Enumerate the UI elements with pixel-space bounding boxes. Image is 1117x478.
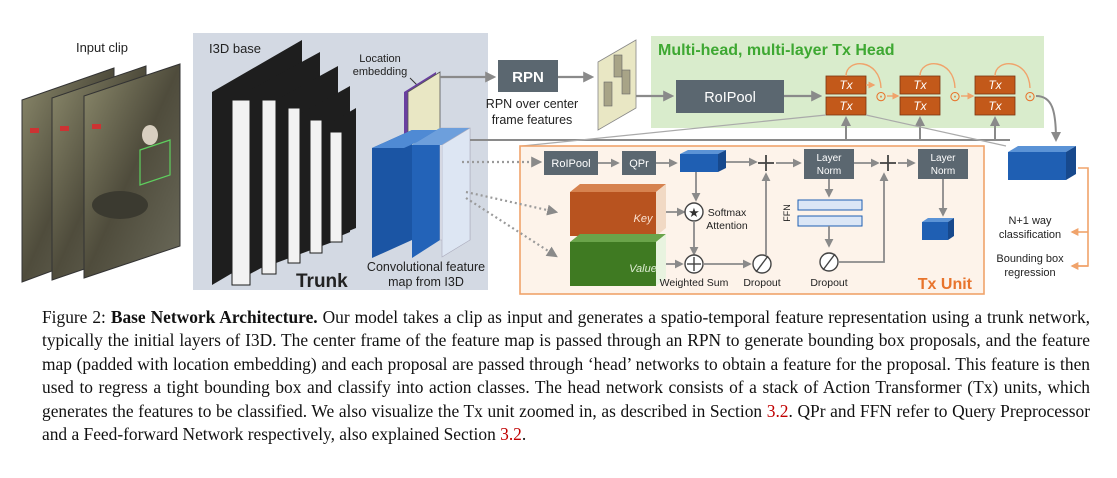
query-feature xyxy=(680,150,726,172)
bbox-label-2: regression xyxy=(1004,267,1055,279)
tx-label: Tx xyxy=(913,99,927,113)
architecture-figure: Input clip I3D base Trunk Location embed… xyxy=(21,33,1089,295)
tx-label: Tx xyxy=(839,99,853,113)
combine-symbol: ⊙ xyxy=(875,88,887,104)
key-block xyxy=(570,184,666,236)
layer-norm-1-label-2: Norm xyxy=(817,166,841,177)
arrow-dropout2-plus2 xyxy=(838,172,889,263)
dropout-1-label: Dropout xyxy=(743,277,780,289)
trunk-layers xyxy=(212,40,356,286)
star-icon: ★ xyxy=(688,205,700,220)
layer-norm-2-label-2: Norm xyxy=(931,166,955,177)
unit-output-feature xyxy=(922,218,954,240)
tx-residual-loops xyxy=(845,63,1031,100)
tx-label: Tx xyxy=(988,78,1002,92)
caption-title: Base Network Architecture. xyxy=(110,307,318,327)
value-block xyxy=(570,234,666,286)
caption-text-1: Our model takes a clip as input and gene… xyxy=(42,307,1090,421)
bbox-label-1: Bounding box xyxy=(996,253,1064,265)
ffn-label: FFN xyxy=(782,204,792,222)
qpr-label: QPr xyxy=(629,158,649,170)
softmax-label-1: Softmax xyxy=(708,207,747,219)
output-feature-block xyxy=(1008,146,1076,180)
tx-label: Tx xyxy=(839,78,853,92)
trunk-label: Trunk xyxy=(296,271,348,292)
caption-text-3: . xyxy=(521,424,527,445)
roipool-label: RoIPool xyxy=(704,90,756,106)
unit-roipool-box xyxy=(544,151,598,175)
tx-head-title: Multi-head, multi-layer Tx Head xyxy=(658,42,894,59)
zoom-lines xyxy=(521,114,1007,147)
dropout-2-node xyxy=(819,252,839,272)
i3d-base-label: I3D base xyxy=(209,41,261,56)
layer-norm-2-label-1: Layer xyxy=(930,153,956,164)
input-clip-frames xyxy=(21,63,181,283)
feature-routing-lines xyxy=(470,95,1061,142)
location-embedding-label-1: Location xyxy=(359,53,401,65)
layer-norm-1-label-1: Layer xyxy=(816,153,842,164)
unit-roipool-label: RoIPool xyxy=(551,158,590,170)
combine-symbol: ⊙ xyxy=(949,88,961,104)
residual-add-1 xyxy=(758,155,774,171)
weighted-sum-label: Weighted Sum xyxy=(660,277,729,289)
combine-symbol: ⊙ xyxy=(1024,88,1036,104)
ffn-block xyxy=(797,199,863,227)
layer-norm-1-box xyxy=(804,149,854,179)
rpn-label: RPN xyxy=(512,69,544,86)
classification-label-1: N+1 way xyxy=(1008,215,1052,227)
tx-label: Tx xyxy=(988,99,1002,113)
conv-map-label-2: map from I3D xyxy=(388,275,464,289)
softmax-label-2: Attention xyxy=(706,220,748,232)
tx-stack-1: Tx Tx xyxy=(825,75,867,116)
conv-map-label-1: Convolutional feature xyxy=(367,260,485,274)
classification-label-2: classification xyxy=(999,229,1061,241)
rpn-caption-2: frame features xyxy=(492,113,573,127)
qpr-box xyxy=(622,151,656,175)
key-label: Key xyxy=(634,213,654,225)
figure-caption: Figure 2: Base Network Architecture. Our… xyxy=(42,306,1090,446)
classification-bracket xyxy=(1078,167,1089,267)
tx-stack-3: Tx Tx xyxy=(974,75,1016,116)
dropout-2-label: Dropout xyxy=(810,277,847,289)
tx-unit-title: Tx Unit xyxy=(918,276,973,293)
section-ref-link[interactable]: 3.2 xyxy=(500,424,522,445)
layer-norm-2-box xyxy=(918,149,968,179)
caption-text-2: . QPr and FFN refer to Query Preprocesso… xyxy=(42,400,1090,445)
rpn-box xyxy=(498,60,558,92)
dotted-inputs xyxy=(462,156,559,258)
tx-stack-2: Tx Tx xyxy=(899,75,941,116)
conv-feature-map xyxy=(372,127,471,258)
proposal-plane xyxy=(597,39,637,131)
dropout-1-node xyxy=(752,254,772,274)
section-ref-link[interactable]: 3.2 xyxy=(766,400,789,421)
input-clip-label: Input clip xyxy=(76,40,128,55)
caption-label: Figure 2: xyxy=(42,307,106,327)
residual-add-2 xyxy=(880,155,896,171)
rpn-caption-1: RPN over center xyxy=(486,97,578,111)
location-embedding-label-2: embedding xyxy=(353,66,407,78)
roipool-box xyxy=(676,80,784,113)
tx-label: Tx xyxy=(913,78,927,92)
value-label: Value xyxy=(629,263,657,275)
